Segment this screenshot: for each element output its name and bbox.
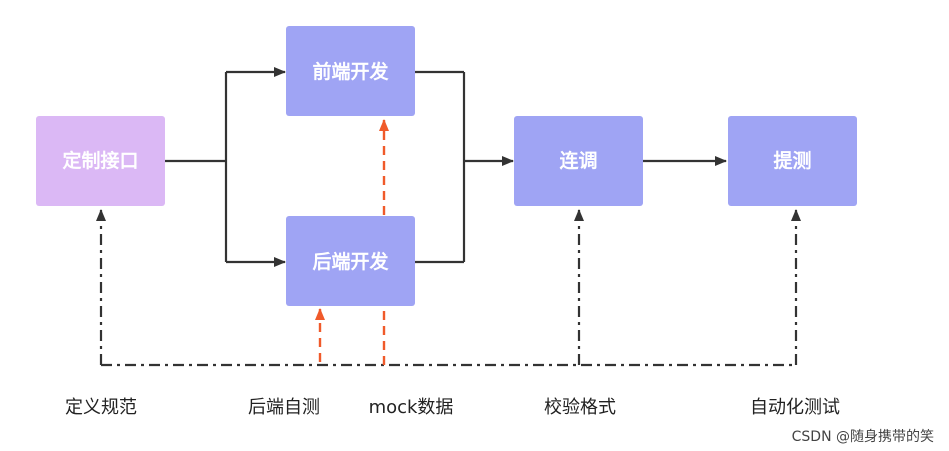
caption-mock: mock数据 [369,397,454,418]
watermark: CSDN @随身携带的笑 [792,429,934,445]
solid-connectors [165,67,727,267]
node-spec-label: 定制接口 [62,149,138,172]
caption-spec: 定义规范 [65,397,137,418]
node-integration: 连调 [514,116,643,206]
node-integration-label: 连调 [559,149,597,172]
caption-auto-test: 自动化测试 [750,397,840,418]
node-testing: 提测 [728,116,857,206]
node-testing-label: 提测 [773,149,811,172]
caption-backend-selftest: 后端自测 [248,397,320,418]
caption-format-check: 校验格式 [544,397,616,418]
dashed-connectors [96,209,801,367]
node-frontend: 前端开发 [286,26,415,116]
node-frontend-label: 前端开发 [312,60,389,83]
node-spec: 定制接口 [36,116,165,206]
node-backend-label: 后端开发 [312,250,389,273]
node-backend: 后端开发 [286,216,415,306]
